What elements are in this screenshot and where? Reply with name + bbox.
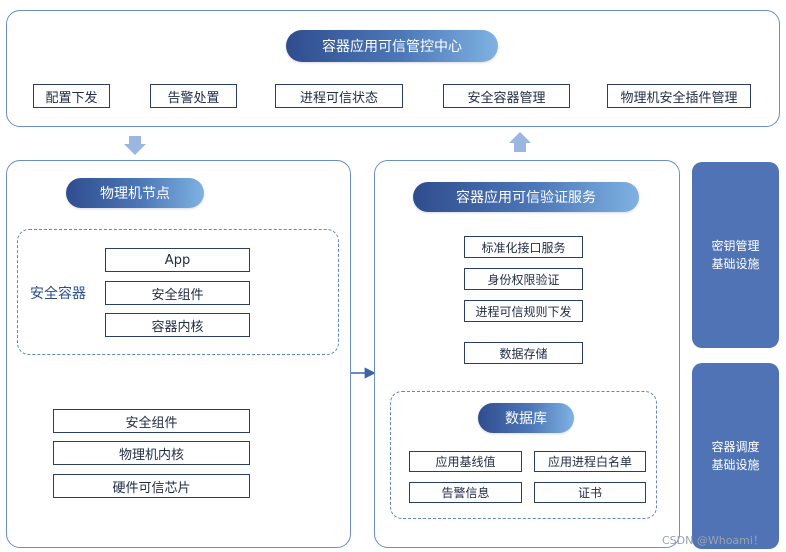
rule-dispatch-box: 进程可信规则下发 xyxy=(464,300,583,322)
identity-verification-box: 身份权限验证 xyxy=(464,268,583,290)
down-arrow-icon xyxy=(124,136,146,155)
key-management-block: 密钥管理 基础设施 xyxy=(692,162,779,348)
container-scheduling-block: 容器调度 基础设施 xyxy=(692,363,779,549)
host-security-component-box: 安全组件 xyxy=(53,409,250,433)
data-storage-box: 数据存储 xyxy=(464,342,583,364)
database-group xyxy=(390,391,657,519)
container-security-component-box: 安全组件 xyxy=(105,281,250,305)
top-panel xyxy=(6,10,780,127)
host-kernel-box: 物理机内核 xyxy=(53,441,250,465)
certificate-box: 证书 xyxy=(534,482,646,503)
physical-node-title: 物理机节点 xyxy=(66,178,204,208)
top-panel-title: 容器应用可信管控中心 xyxy=(286,30,498,62)
secure-container-mgmt-box: 安全容器管理 xyxy=(443,84,570,108)
verification-service-title: 容器应用可信验证服务 xyxy=(413,182,639,212)
key-management-line2: 基础设施 xyxy=(711,257,760,271)
standard-interface-box: 标准化接口服务 xyxy=(464,236,583,258)
trusted-chip-box: 硬件可信芯片 xyxy=(53,474,250,498)
secure-container-label: 安全容器 xyxy=(30,286,86,302)
up-arrow-icon xyxy=(509,132,531,152)
process-trust-status-box: 进程可信状态 xyxy=(275,84,403,108)
baseline-value-box: 应用基线值 xyxy=(409,451,522,472)
key-management-line1: 密钥管理 xyxy=(711,239,760,253)
plugin-mgmt-box: 物理机安全插件管理 xyxy=(607,84,751,108)
secure-container-group xyxy=(17,229,339,355)
alert-info-box: 告警信息 xyxy=(409,482,522,503)
watermark: CSDN @Whoami！ xyxy=(662,534,764,547)
container-scheduling-line2: 基础设施 xyxy=(711,458,760,472)
container-scheduling-line1: 容器调度 xyxy=(711,440,760,454)
alert-handling-box: 告警处置 xyxy=(150,84,237,108)
database-title: 数据库 xyxy=(478,403,574,433)
process-whitelist-box: 应用进程白名单 xyxy=(534,451,646,472)
container-kernel-box: 容器内核 xyxy=(105,313,250,337)
app-box: App xyxy=(105,248,250,272)
config-dispatch-box: 配置下发 xyxy=(33,84,110,108)
